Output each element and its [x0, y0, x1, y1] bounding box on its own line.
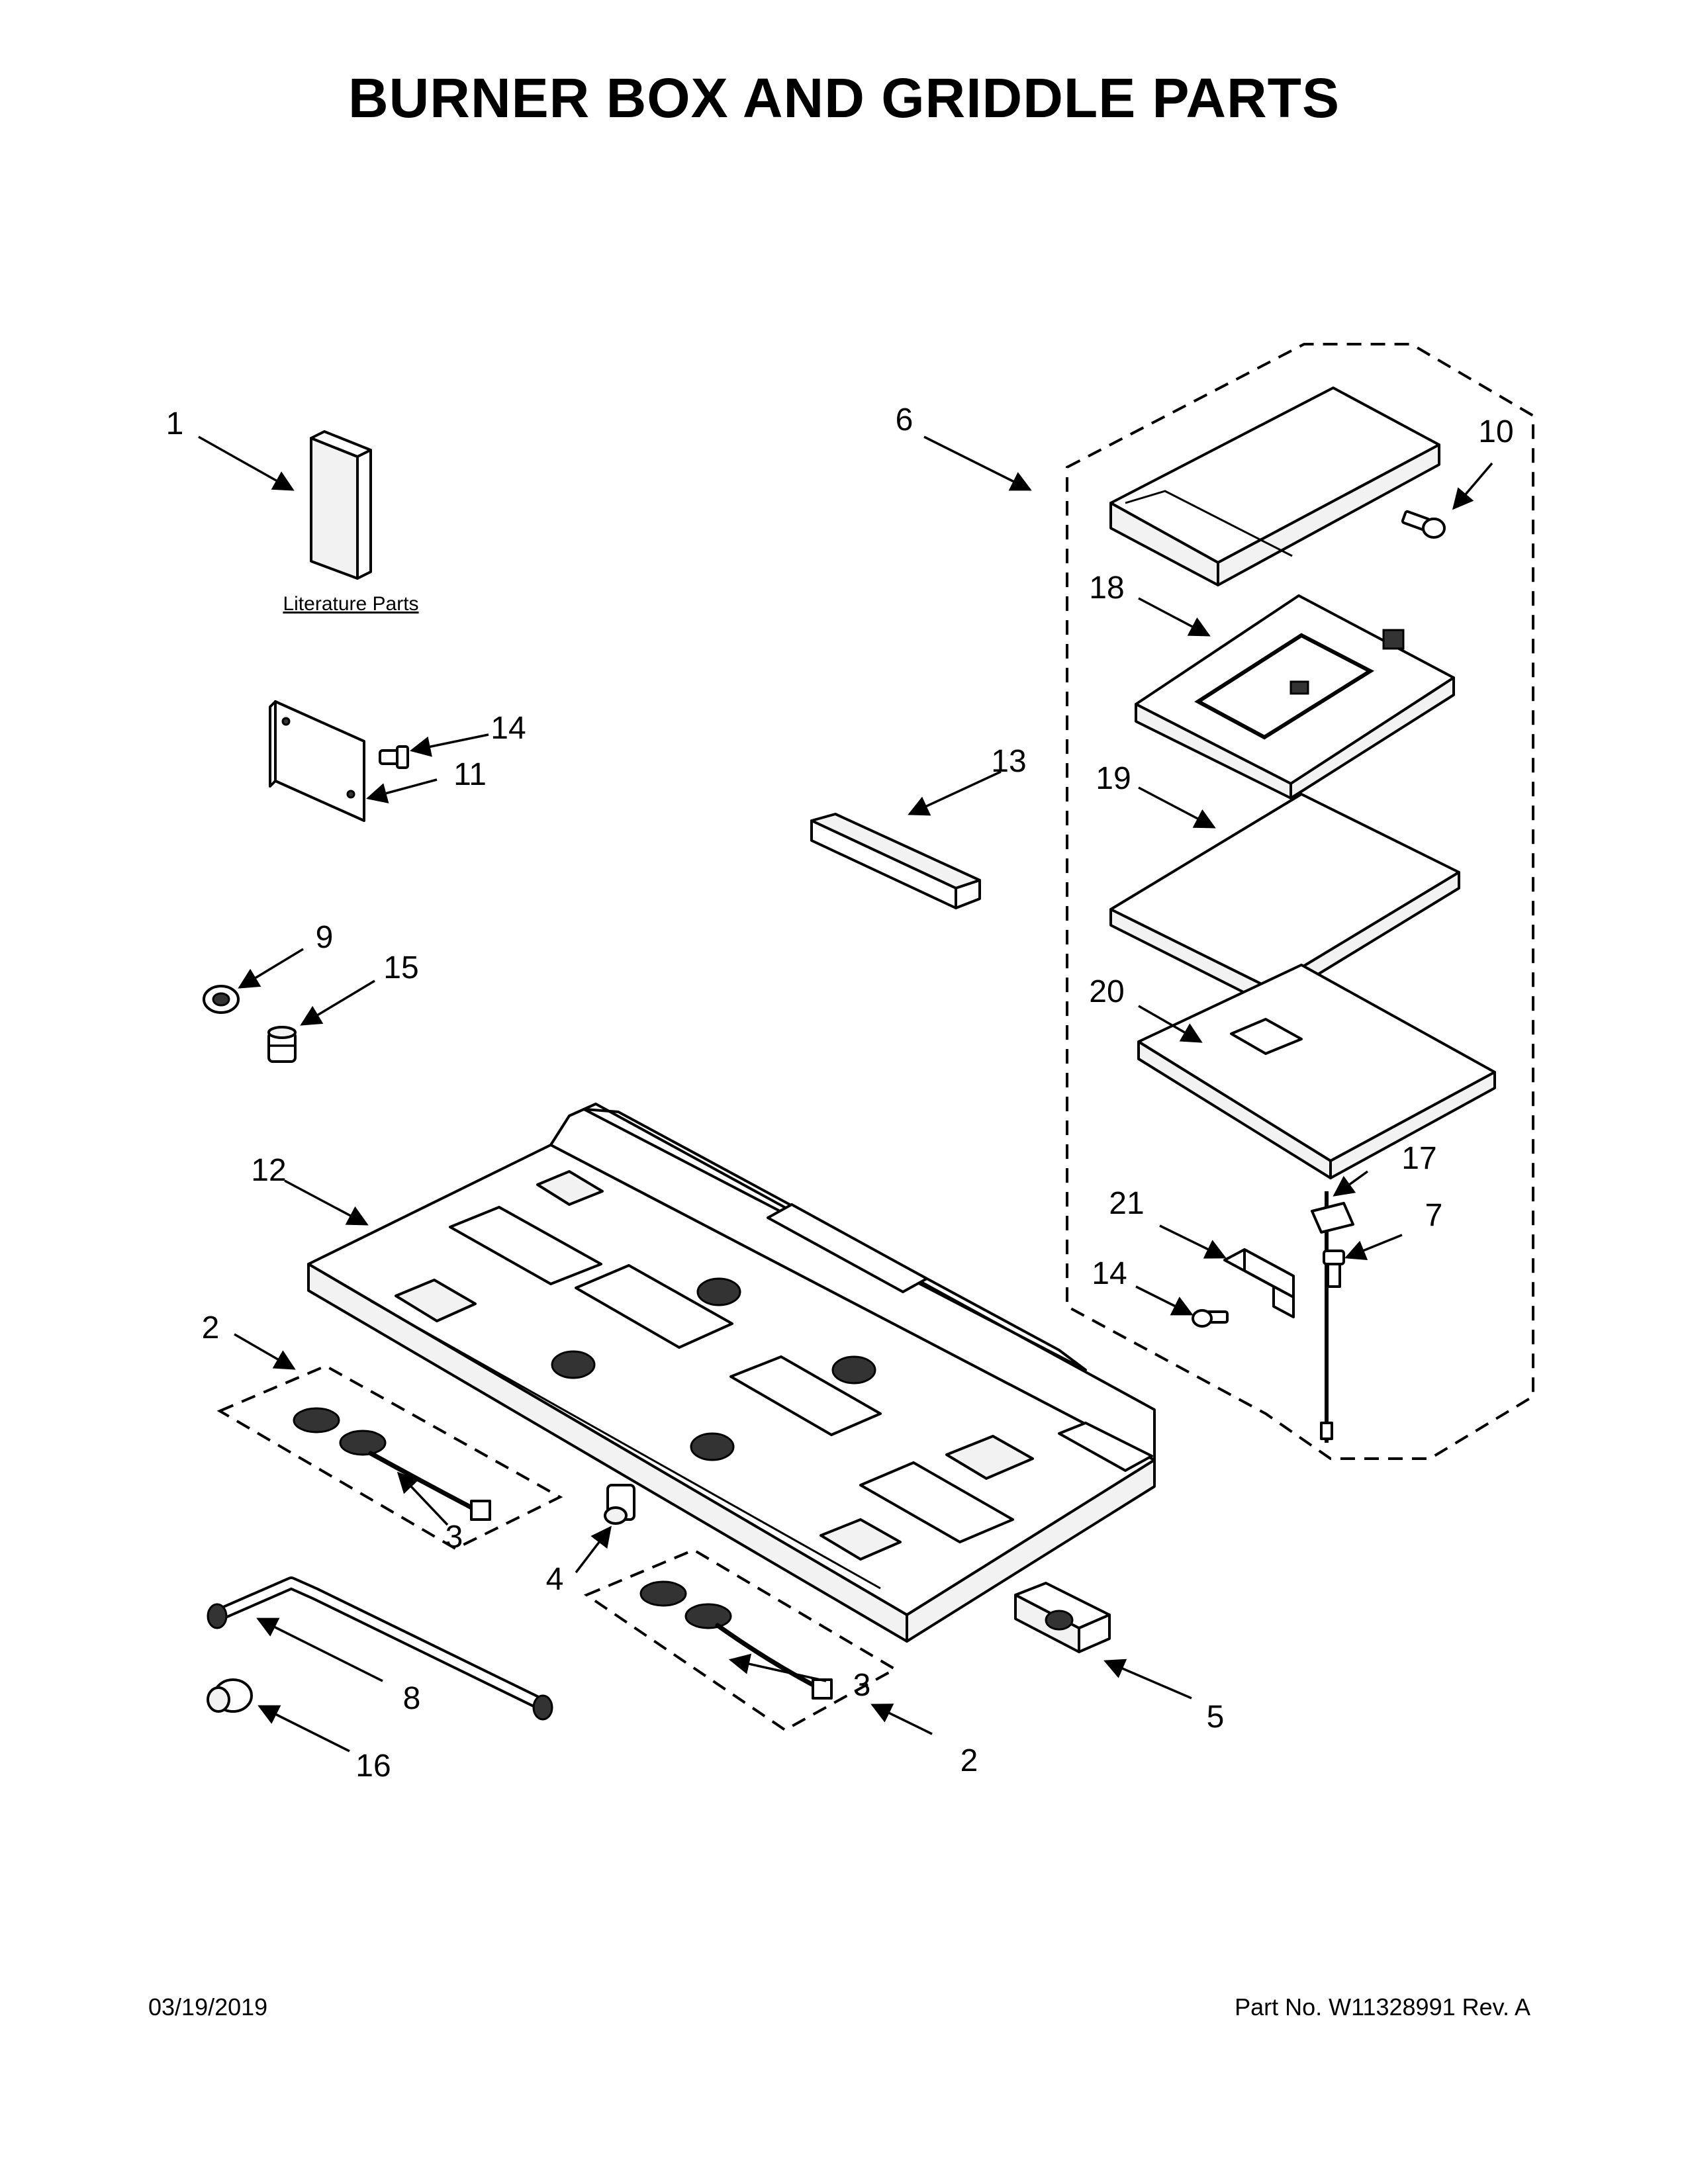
callout-1: 1	[166, 406, 184, 441]
callout-21: 21	[1109, 1186, 1144, 1221]
callout-13: 13	[991, 744, 1026, 779]
screw-upper	[379, 745, 409, 769]
callout-20: 20	[1089, 974, 1124, 1009]
literature-parts-label: Literature Parts	[283, 593, 418, 615]
support-pan	[1137, 964, 1496, 1179]
callout-19: 19	[1096, 761, 1131, 796]
literature-booklet: Literature Parts	[283, 430, 419, 615]
valve-manifold-right	[639, 1580, 833, 1700]
valve-manifold-left	[293, 1407, 491, 1521]
callout-labels: 1 6 10 18 13 19 14 11 9 15 20 12 17 21 7…	[166, 402, 1514, 1784]
callout-15: 15	[383, 950, 418, 985]
callout-17: 17	[1401, 1141, 1436, 1176]
callout-16: 16	[355, 1749, 391, 1784]
bracket	[1223, 1248, 1295, 1318]
footer-part-number: Part No. W11328991 Rev. A	[1235, 1993, 1530, 2021]
knob	[203, 985, 240, 1014]
callout-18: 18	[1089, 570, 1124, 606]
gas-tube	[207, 1576, 553, 1721]
screw-lower	[1192, 1309, 1229, 1328]
griddle-screw	[1401, 510, 1446, 539]
burner-valve-cluster	[551, 1277, 876, 1461]
bracket-plate	[269, 700, 365, 822]
valve-manifold-right-outline	[583, 1548, 898, 1732]
callout-4: 4	[546, 1562, 564, 1597]
callout-8: 8	[403, 1681, 421, 1716]
insulation-pad	[1109, 793, 1460, 1006]
callout-5: 5	[1207, 1700, 1225, 1735]
fitting	[267, 1026, 297, 1063]
valve-manifold-left-outline	[216, 1364, 563, 1551]
griddle-pan	[1109, 387, 1440, 586]
callout-3-right: 3	[853, 1668, 871, 1703]
callout-2-right: 2	[961, 1743, 978, 1778]
footer-date: 03/19/2019	[148, 1993, 268, 2021]
burner-box	[307, 1103, 1156, 1643]
callout-14-upper: 14	[491, 711, 526, 746]
gas-inlet	[604, 1484, 635, 1525]
callout-14-lower: 14	[1092, 1256, 1127, 1291]
probe-screw	[1323, 1250, 1345, 1288]
callout-7: 7	[1425, 1198, 1443, 1233]
callout-3-left: 3	[445, 1520, 463, 1555]
callout-2-left: 2	[202, 1310, 220, 1345]
callout-10: 10	[1478, 414, 1513, 449]
callout-6: 6	[896, 402, 914, 437]
temperature-probe	[1311, 1191, 1354, 1443]
leader-arrows	[198, 435, 1493, 1752]
griddle-assembly-outline	[1066, 343, 1534, 1460]
callout-9: 9	[316, 920, 334, 955]
griddle-heating-element	[1135, 594, 1455, 799]
pressure-regulator-fitting	[207, 1678, 253, 1713]
callout-11: 11	[453, 757, 487, 792]
spark-module	[1014, 1582, 1111, 1653]
page-title: BURNER BOX AND GRIDDLE PARTS	[348, 67, 1340, 129]
grease-tray	[810, 813, 981, 909]
callout-12: 12	[251, 1153, 286, 1188]
